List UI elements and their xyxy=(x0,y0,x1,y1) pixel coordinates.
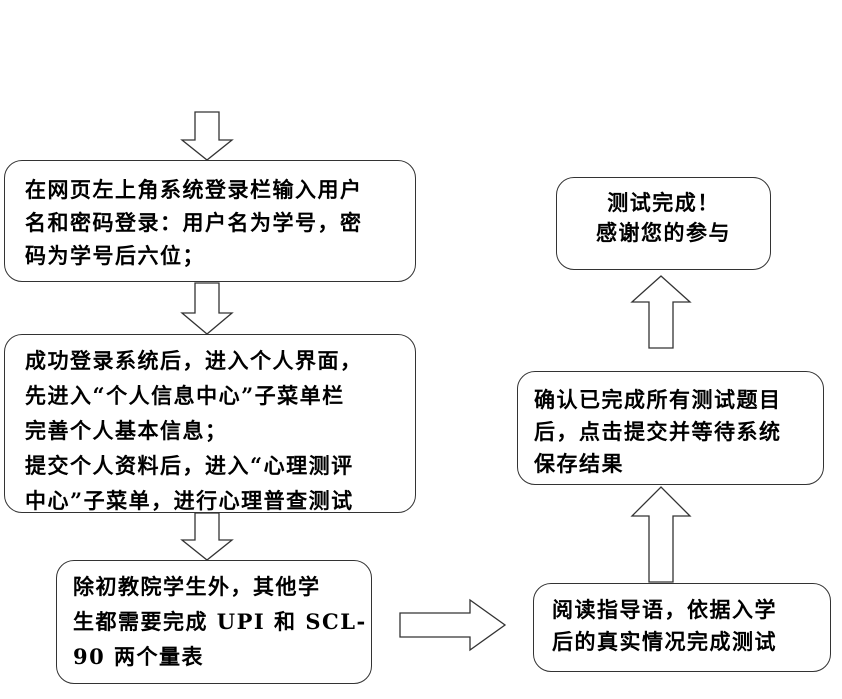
step-text: 除初教院学生外，其他学 xyxy=(73,574,321,599)
step-text: 中心”子菜单，进行心理普查测试 xyxy=(25,488,354,513)
step-text: 确认已完成所有测试题目 xyxy=(534,387,782,412)
step-submit: 确认已完成所有测试题目 后，点击提交并等待系统 保存结果 xyxy=(517,371,824,485)
arrow-right-3-4 xyxy=(399,598,507,652)
step-read-guide: 阅读指导语，依据入学 后的真实情况完成测试 xyxy=(533,583,831,672)
step-text: 名和密码登录：用户名为学号，密 xyxy=(25,210,363,235)
step-personal-info: 成功登录系统后，进入个人界面， 先进入“个人信息中心”子菜单栏 完善个人基本信息… xyxy=(4,334,416,513)
arrow-down-2-3 xyxy=(180,512,234,561)
step-text: 后的真实情况完成测试 xyxy=(552,629,777,654)
arrow-up-5-6 xyxy=(630,275,692,349)
step-text: 测试完成！ xyxy=(607,190,720,215)
step-text: 阅读指导语，依据入学 xyxy=(552,597,777,622)
step-text: 在网页左上角系统登录栏输入用户 xyxy=(25,177,363,202)
step-text: 感谢您的参与 xyxy=(596,220,731,245)
step-text: 后，点击提交并等待系统 xyxy=(534,419,782,444)
step-text: 完善个人基本信息； xyxy=(25,418,228,443)
arrow-down-1-2 xyxy=(180,282,234,335)
step-text: 先进入“个人信息中心”子菜单栏 xyxy=(25,383,345,408)
step-login: 在网页左上角系统登录栏输入用户 名和密码登录：用户名为学号，密 码为学号后六位； xyxy=(4,160,416,282)
arrow-down-start xyxy=(180,111,234,161)
arrow-up-4-5 xyxy=(630,486,692,583)
step-text: 生都需要完成 UPI 和 SCL- xyxy=(73,609,367,634)
step-text: 成功登录系统后，进入个人界面， xyxy=(25,348,363,373)
step-text: 90 两个量表 xyxy=(73,644,205,669)
step-complete: 测试完成！ 感谢您的参与 xyxy=(556,177,771,270)
step-text: 提交个人资料后，进入“心理测评 xyxy=(25,453,354,478)
step-text: 码为学号后六位； xyxy=(25,243,205,268)
step-text: 保存结果 xyxy=(534,451,624,476)
step-scales: 除初教院学生外，其他学 生都需要完成 UPI 和 SCL- 90 两个量表 xyxy=(56,560,372,684)
